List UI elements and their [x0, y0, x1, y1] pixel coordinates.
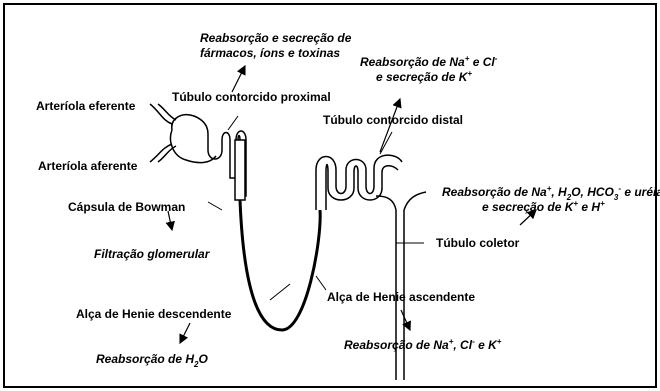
- pointer-ascending: [316, 276, 326, 290]
- label-reab-farmacos-1: Reabsorção e secreção de: [200, 31, 352, 45]
- arrow-proximal-up: [232, 66, 245, 92]
- proximal-descending-tube: [235, 140, 245, 200]
- label-capsula-bowman: Cápsula de Bowman: [68, 200, 185, 214]
- label-reab-na-cl-2: e secreção de K+: [376, 69, 472, 84]
- arrow-descending-down: [180, 323, 190, 343]
- label-reab-farmacos-2: fármacos, íons e toxinas: [200, 46, 340, 60]
- label-tubulo-coletor: Túbulo coletor: [436, 236, 520, 250]
- label-reab-multi-2: e secreção de K+ e H+: [482, 199, 605, 214]
- label-filtracao: Filtração glomerular: [94, 247, 211, 261]
- label-alca-descendente: Alça de Henie descendente: [76, 307, 232, 321]
- arterioles: [150, 104, 176, 162]
- loop-of-henle: [240, 200, 320, 330]
- label-alca-ascendente: Alça de Henie ascendente: [327, 290, 475, 304]
- pointer-descending: [270, 284, 290, 300]
- pointer-capsule: [208, 202, 222, 210]
- label-arteriola-eferente: Arteríola eferente: [36, 99, 136, 113]
- pointer-proximal: [228, 116, 238, 130]
- label-arteriola-aferente: Arteríola aferente: [38, 159, 138, 173]
- label-tubulo-distal: Túbulo contorcido distal: [323, 113, 463, 127]
- label-reab-na-cl-k: Reabsorção de Na+, Cl- e K+: [344, 337, 502, 352]
- label-reab-na-cl-1: Reabsorção de Na+ e Cl-: [360, 54, 498, 69]
- arrow-ascending-down: [401, 310, 410, 330]
- label-tubulo-proximal: Túbulo contorcido proximal: [172, 90, 331, 104]
- label-reab-h2o: Reabsorção de H2O: [96, 352, 209, 369]
- distal-convoluted-tubule: [316, 155, 402, 210]
